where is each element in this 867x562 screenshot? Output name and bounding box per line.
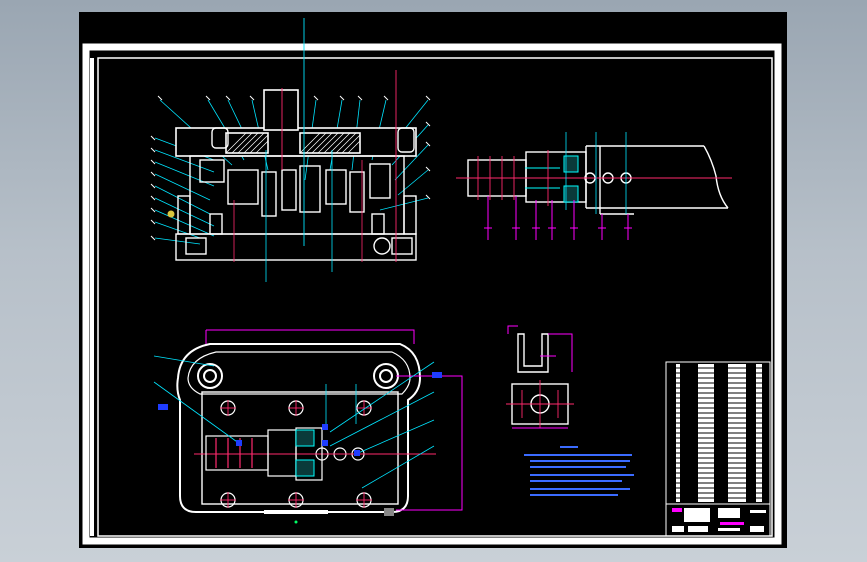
plan-bottom-bar xyxy=(264,510,328,514)
plan-dim-box xyxy=(205,329,463,511)
technical-notes xyxy=(524,446,634,496)
upper-die-plate xyxy=(175,89,417,157)
side-view[interactable] xyxy=(456,132,732,240)
detail-centerlines xyxy=(506,380,574,428)
u-channel-profile xyxy=(517,333,549,373)
plan-leaders xyxy=(153,355,435,489)
balloon-labels xyxy=(150,95,431,241)
parts-list-rows xyxy=(668,367,768,499)
center-lines xyxy=(233,18,397,282)
detail-dimensions xyxy=(507,325,573,372)
part-detail-view[interactable] xyxy=(506,325,574,429)
plan-hole-centers xyxy=(194,400,436,508)
side-view-highlight xyxy=(525,155,579,203)
side-view-dimensions xyxy=(484,196,632,240)
parts-list xyxy=(665,361,771,505)
plan-highlight xyxy=(295,429,315,477)
strip-layout xyxy=(205,427,323,481)
top-plan-view[interactable] xyxy=(153,329,463,516)
drawing-canvas[interactable] xyxy=(79,12,787,548)
side-view-leaders xyxy=(565,132,627,214)
blue-tags xyxy=(158,372,442,456)
die-body xyxy=(175,155,417,261)
sheet-frame xyxy=(82,43,782,545)
front-section-view[interactable] xyxy=(150,18,431,282)
hatch-pattern xyxy=(225,132,361,154)
origin-marker xyxy=(294,520,298,524)
reference-marker xyxy=(167,210,175,218)
side-view-centerlines xyxy=(456,150,732,206)
guide-pins xyxy=(211,127,415,255)
title-block xyxy=(665,503,771,537)
plan-corner-mark xyxy=(384,508,394,516)
